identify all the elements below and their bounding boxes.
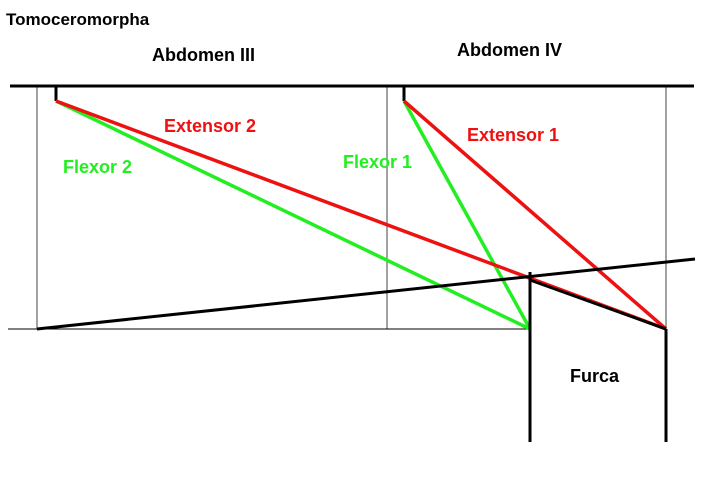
abdomen-3-label: Abdomen III <box>152 45 255 65</box>
flexor-1-muscle <box>402 100 532 330</box>
extensor-1-muscle <box>402 99 668 331</box>
sternal-line <box>36 257 696 331</box>
diagram-title: Tomoceromorpha <box>6 10 150 29</box>
furca-label: Furca <box>570 366 620 386</box>
flexor-2-label: Flexor 2 <box>63 157 132 177</box>
flexor-2-muscle <box>55 99 531 331</box>
extensor-2-label: Extensor 2 <box>164 116 256 136</box>
furca-upper-edge <box>529 278 667 331</box>
flexor-1-label: Flexor 1 <box>343 152 412 172</box>
abdomen-4-label: Abdomen IV <box>457 40 562 60</box>
extensor-1-label: Extensor 1 <box>467 125 559 145</box>
